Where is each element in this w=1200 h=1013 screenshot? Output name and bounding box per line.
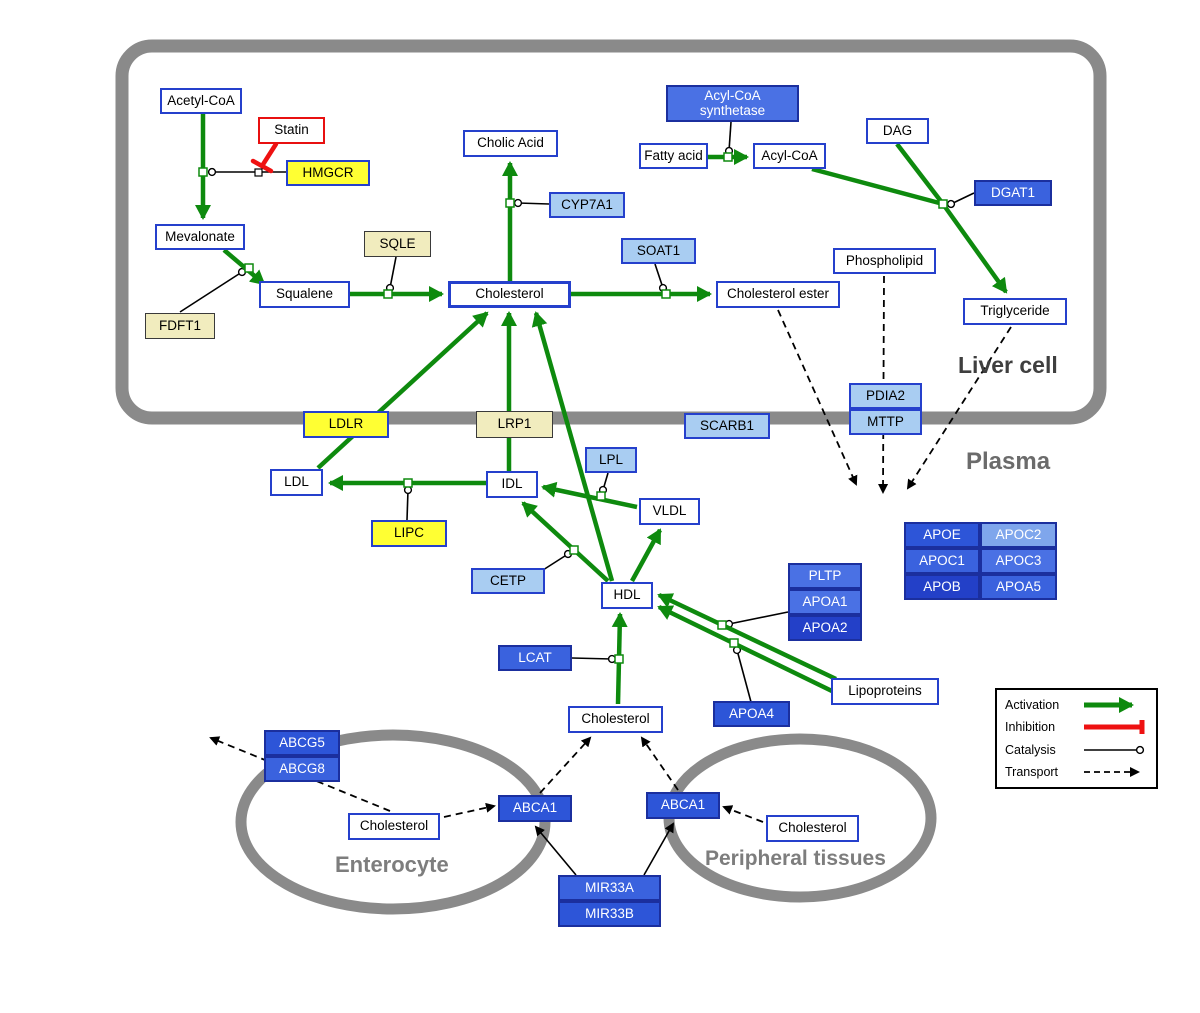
legend-catalysis-row: Catalysis (1005, 742, 1148, 758)
node-lrp1[interactable]: LRP1 (476, 411, 553, 438)
node-squalene[interactable]: Squalene (259, 281, 350, 308)
legend-transport-label: Transport (1005, 764, 1059, 779)
edge-anchors (198, 152, 948, 664)
node-fatty-acid[interactable]: Fatty acid (639, 143, 708, 169)
enterocyte-membrane (235, 729, 551, 915)
node-apoc2[interactable]: APOC2 (980, 522, 1057, 548)
node-sqle[interactable]: SQLE (364, 231, 431, 257)
node-hmgcr[interactable]: HMGCR (286, 160, 370, 186)
node-mttp[interactable]: MTTP (849, 409, 922, 435)
node-mir33a[interactable]: MIR33A (558, 875, 661, 901)
node-abcg8[interactable]: ABCG8 (264, 756, 340, 782)
legend-activation-label: Activation (1005, 698, 1060, 713)
node-apoa1[interactable]: APOA1 (788, 589, 862, 615)
node-hdl[interactable]: HDL (601, 582, 653, 609)
inhibition-tbar-icon (1084, 720, 1145, 735)
node-statin[interactable]: Statin (258, 117, 325, 144)
transport-dashed-arrow-icon (1084, 766, 1140, 777)
node-apoa2[interactable]: APOA2 (788, 615, 862, 641)
node-apoa4[interactable]: APOA4 (713, 701, 790, 727)
legend-inhibition-label: Inhibition (1005, 720, 1056, 735)
node-soat1[interactable]: SOAT1 (621, 238, 696, 264)
activation-arrow-icon (1084, 697, 1134, 714)
node-lipc[interactable]: LIPC (371, 520, 447, 547)
peripheral-tissues-label: Peripheral tissues (705, 847, 886, 870)
node-apoc3[interactable]: APOC3 (980, 548, 1057, 574)
liver-cell-membrane (115, 39, 1107, 425)
catalysis-edges (179, 121, 975, 703)
node-apoa5[interactable]: APOA5 (980, 574, 1057, 600)
node-acetyl-coa[interactable]: Acetyl-CoA (160, 88, 242, 114)
node-cyp7a1[interactable]: CYP7A1 (549, 192, 625, 218)
enterocyte-label: Enterocyte (335, 852, 449, 877)
legend-inhibition-row: Inhibition (1005, 719, 1148, 735)
node-abca1-peripheral[interactable]: ABCA1 (646, 792, 720, 819)
node-idl[interactable]: IDL (486, 471, 538, 498)
node-cholesterol-enterocyte[interactable]: Cholesterol (348, 813, 440, 840)
node-mevalonate[interactable]: Mevalonate (155, 224, 245, 250)
node-mir33b[interactable]: MIR33B (558, 901, 661, 927)
node-fdft1[interactable]: FDFT1 (145, 313, 215, 339)
node-dgat1[interactable]: DGAT1 (974, 180, 1052, 206)
plasma-label: Plasma (966, 448, 1051, 475)
node-dag[interactable]: DAG (866, 118, 929, 144)
legend: Activation Inhibition Catalysis Transpor… (995, 688, 1158, 789)
node-scarb1[interactable]: SCARB1 (684, 413, 770, 439)
node-vldl[interactable]: VLDL (639, 498, 700, 525)
node-acyl-coa[interactable]: Acyl-CoA (753, 143, 826, 169)
liver-cell-label: Liver cell (958, 352, 1058, 378)
node-lipoproteins[interactable]: Lipoproteins (831, 678, 939, 705)
node-apob[interactable]: APOB (904, 574, 980, 600)
node-pdia2[interactable]: PDIA2 (849, 383, 922, 409)
node-abcg5[interactable]: ABCG5 (264, 730, 340, 756)
node-ldl[interactable]: LDL (270, 469, 323, 496)
node-ldlr[interactable]: LDLR (303, 411, 389, 438)
node-lcat[interactable]: LCAT (498, 645, 572, 671)
node-cholesterol-liver[interactable]: Cholesterol (448, 281, 571, 308)
node-acyl-coa-synthetase[interactable]: Acyl-CoA synthetase (666, 85, 799, 122)
node-cetp[interactable]: CETP (471, 568, 545, 594)
node-phospholipid[interactable]: Phospholipid (833, 248, 936, 274)
node-cholic-acid[interactable]: Cholic Acid (463, 130, 558, 157)
catalysis-circle-icon (1084, 745, 1145, 754)
node-cholesterol-ester[interactable]: Cholesterol ester (716, 281, 840, 308)
node-pltp[interactable]: PLTP (788, 563, 862, 589)
node-lpl[interactable]: LPL (585, 447, 637, 473)
legend-activation-row: Activation (1005, 697, 1148, 714)
legend-catalysis-label: Catalysis (1005, 742, 1056, 757)
inhibition-edge (250, 141, 279, 174)
node-abca1-enterocyte[interactable]: ABCA1 (498, 795, 572, 822)
node-apoe[interactable]: APOE (904, 522, 980, 548)
node-triglyceride[interactable]: Triglyceride (963, 298, 1067, 325)
legend-transport-row: Transport (1005, 764, 1148, 780)
regulation-edges (534, 822, 674, 876)
node-cholesterol-peripheral[interactable]: Cholesterol (766, 815, 859, 842)
statin-anchor (254, 168, 263, 177)
node-cholesterol-plasma[interactable]: Cholesterol (568, 706, 663, 733)
node-apoc1[interactable]: APOC1 (904, 548, 980, 574)
